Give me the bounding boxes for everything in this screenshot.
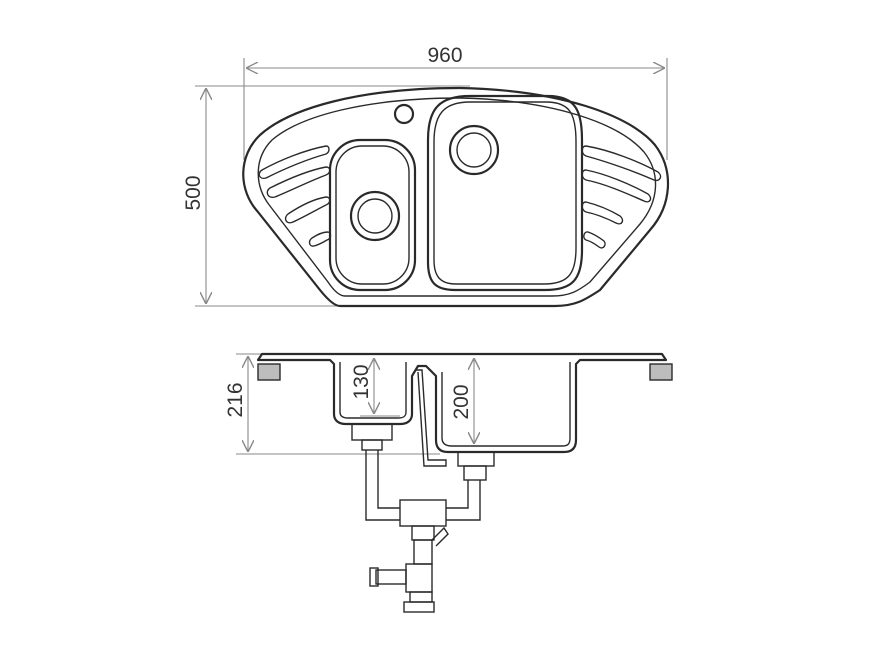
large-bowl xyxy=(426,94,584,292)
left-mount-clip xyxy=(257,363,281,381)
sink-deck-profile xyxy=(256,352,668,454)
right-mount-clip xyxy=(649,363,673,381)
small-bowl-inner xyxy=(335,145,410,285)
drain-siphon xyxy=(351,423,495,613)
left-drainer-ribs xyxy=(258,145,332,247)
small-bowl xyxy=(328,138,417,292)
small-bowl-depth-label: 130 xyxy=(350,364,373,399)
overflow-pipe xyxy=(416,369,447,467)
depth-dimension-label: 500 xyxy=(182,175,205,210)
width-dimension-label: 960 xyxy=(427,44,462,67)
faucet-hole xyxy=(393,103,415,125)
large-bowl-drain xyxy=(448,124,500,176)
height-dimension-label: 216 xyxy=(224,382,247,417)
side-view: 216 130 200 xyxy=(224,352,673,613)
sink-inner-rim xyxy=(257,97,657,297)
right-drainer-ribs xyxy=(581,145,662,249)
top-view: 960 500 xyxy=(182,44,669,308)
small-bowl-drain xyxy=(349,190,401,242)
sink-outer-contour xyxy=(242,86,669,308)
large-bowl-depth-label: 200 xyxy=(450,384,473,419)
